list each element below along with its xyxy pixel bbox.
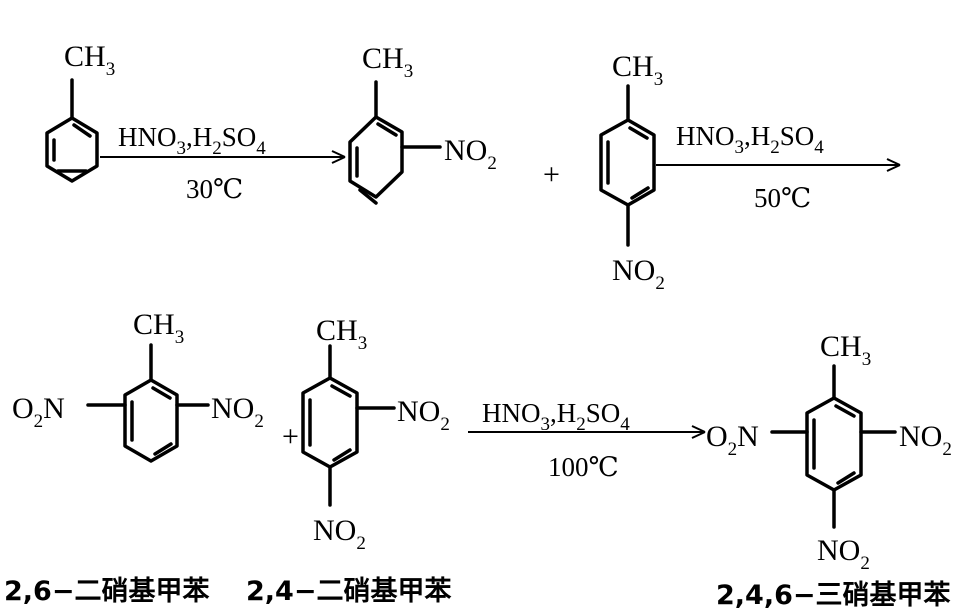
nitro-label-bottom: NO2: [817, 534, 870, 574]
nitro-label-left: O2N: [12, 392, 65, 432]
nitro-label: NO2: [612, 254, 665, 294]
nitro-label-right: NO2: [899, 420, 952, 460]
methyl-label: CH3: [612, 50, 663, 90]
reaction-arrow-3: HNO3,H2SO4 100℃: [468, 398, 706, 482]
reagents-label-2: HNO3,H2SO4: [676, 121, 824, 158]
compound-name-2-6-dinitrotoluene: 2,6−二硝基甲苯: [4, 576, 209, 607]
plus-sign-2: +: [282, 420, 299, 453]
reaction-arrow-2: HNO3,H2SO4 50℃: [656, 121, 901, 213]
nitro-label-right: NO2: [211, 392, 264, 432]
2-4-dinitrotoluene-structure: CH3 NO2 NO2: [301, 314, 450, 554]
methyl-label: CH3: [64, 40, 115, 80]
p-nitrotoluene-structure: CH3 NO2: [599, 50, 665, 294]
compound-name-2-4-dinitrotoluene: 2,4−二硝基甲苯: [246, 576, 451, 607]
nitro-label: NO2: [444, 134, 497, 174]
reagents-label-3: HNO3,H2SO4: [482, 398, 630, 435]
temperature-label-3: 100℃: [548, 452, 619, 482]
methyl-label: CH3: [820, 330, 871, 370]
methyl-label: CH3: [316, 314, 367, 354]
methyl-label: CH3: [133, 308, 184, 348]
nitro-label-left: O2N: [706, 420, 759, 460]
temperature-label-1: 30℃: [186, 174, 243, 204]
o-nitrotoluene-structure: CH3 NO2: [348, 42, 497, 205]
reaction-arrow-1: HNO3,H2SO4 30℃: [100, 122, 346, 204]
temperature-label-2: 50℃: [754, 183, 811, 213]
toluene-structure: CH3: [45, 40, 115, 183]
2-4-6-trinitrotoluene-structure: CH3 O2N NO2 NO2: [706, 330, 952, 574]
plus-sign-1: +: [543, 158, 560, 191]
nitro-label-right: NO2: [397, 395, 450, 435]
2-6-dinitrotoluene-structure: CH3 O2N NO2: [12, 308, 264, 463]
nitro-label-bottom: NO2: [313, 514, 366, 554]
reagents-label-1: HNO3,H2SO4: [118, 122, 266, 159]
methyl-label: CH3: [362, 42, 413, 82]
benzene-ring: [45, 116, 99, 183]
compound-name-2-4-6-trinitrotoluene: 2,4,6−三硝基甲苯: [716, 580, 951, 609]
